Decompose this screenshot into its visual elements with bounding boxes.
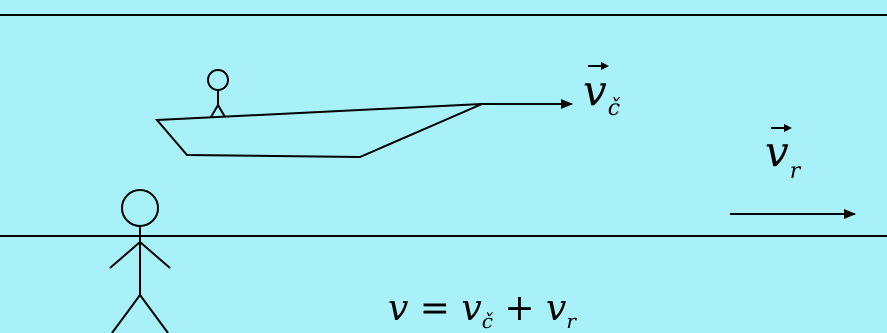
boat-velocity-subscript: č [608,96,621,121]
observer-figure [109,189,171,333]
river-velocity-subscript: r [790,159,802,184]
river-velocity-label: vr [765,127,802,184]
passenger-figure [207,69,229,118]
boat-velocity-vector-mark [588,62,609,70]
boat-velocity-label: vč [583,66,621,121]
velocity-sum-formula: v = vč + vr [388,288,577,333]
boat [154,103,483,159]
river-velocity-vector-mark [771,124,792,132]
boat-hull [154,103,483,159]
